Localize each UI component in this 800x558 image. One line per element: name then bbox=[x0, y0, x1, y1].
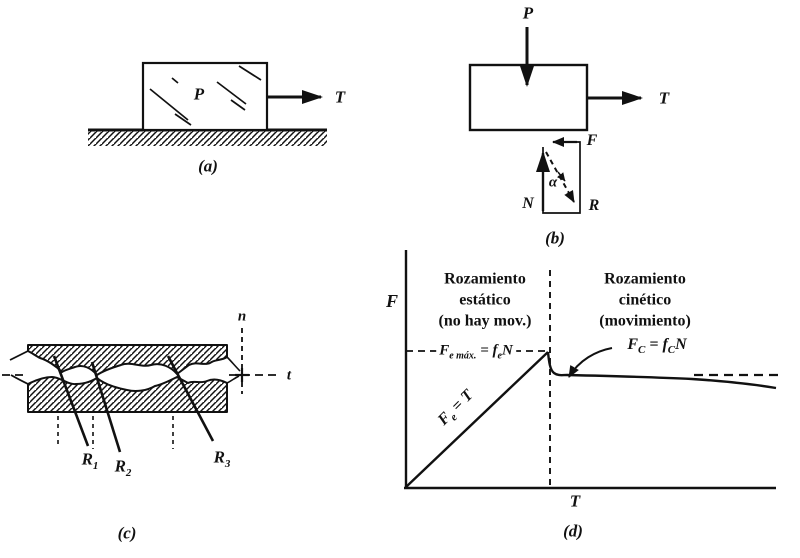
static-rising-line bbox=[405, 351, 549, 488]
caption-c: (c) bbox=[117, 523, 137, 543]
figure-c bbox=[2, 328, 278, 453]
leader-r2 bbox=[90, 361, 122, 453]
interface-tail-left-upper bbox=[9, 350, 29, 361]
action-line-stubs bbox=[57, 416, 174, 449]
caption-b: (b) bbox=[545, 228, 565, 248]
interface-tail-right-lower bbox=[226, 375, 240, 384]
reaction-1-label: R1 bbox=[81, 449, 99, 472]
kinetic-region-line3: (movimiento) bbox=[599, 312, 691, 330]
block-a bbox=[141, 61, 269, 132]
reaction-2-label: R2 bbox=[114, 456, 132, 479]
kinetic-region-line1: Rozamiento bbox=[604, 270, 686, 288]
caption-a: (a) bbox=[198, 156, 218, 176]
static-region-line2: estático bbox=[459, 291, 511, 309]
t-axis-label: t bbox=[286, 367, 292, 384]
x-axis-label: T bbox=[569, 491, 581, 511]
angle-pointer bbox=[556, 171, 566, 182]
static-region-line1: Rozamiento bbox=[444, 270, 526, 288]
block-a-shading bbox=[149, 65, 262, 126]
leader-r3 bbox=[166, 355, 215, 442]
leader-r1 bbox=[52, 355, 90, 447]
kinetic-curve bbox=[546, 351, 777, 390]
angle-label: α bbox=[548, 174, 558, 191]
figure-a bbox=[88, 61, 327, 146]
interface-tail-left-lower bbox=[10, 374, 29, 385]
interface-tail-right-upper bbox=[226, 356, 241, 372]
static-max-equation: Fe máx. = feN bbox=[436, 343, 516, 361]
y-axis-label: F bbox=[385, 291, 399, 311]
normal-label: N bbox=[522, 195, 534, 212]
kinetic-region-text: Rozamiento cinético (movimiento) bbox=[599, 269, 691, 332]
lower-body bbox=[27, 376, 228, 413]
axis-cross bbox=[235, 368, 249, 382]
reaction-label: R bbox=[588, 197, 600, 214]
kinetic-equation: FC = fCN bbox=[627, 336, 687, 357]
block-b bbox=[468, 63, 589, 132]
static-region-text: Rozamiento estático (no hay mov.) bbox=[439, 269, 532, 332]
figure-b bbox=[468, 27, 643, 214]
pull-label-a: T bbox=[334, 87, 346, 107]
reaction-leaders bbox=[52, 355, 215, 453]
pull-label-b: T bbox=[658, 88, 670, 108]
kinetic-label-arrow bbox=[568, 347, 613, 378]
kinetic-region-line2: cinético bbox=[618, 291, 672, 309]
figure-d bbox=[404, 250, 778, 490]
weight-label-b: P bbox=[522, 3, 534, 23]
reaction-3-label: R3 bbox=[213, 447, 231, 470]
ground-hatch-a bbox=[88, 131, 327, 146]
caption-d: (d) bbox=[563, 521, 583, 541]
static-region-line3: (no hay mov.) bbox=[438, 312, 532, 330]
n-axis-label: n bbox=[237, 308, 247, 325]
upper-body bbox=[27, 344, 228, 376]
friction-label: F bbox=[586, 132, 598, 149]
block-a-weight-label: P bbox=[193, 84, 205, 104]
